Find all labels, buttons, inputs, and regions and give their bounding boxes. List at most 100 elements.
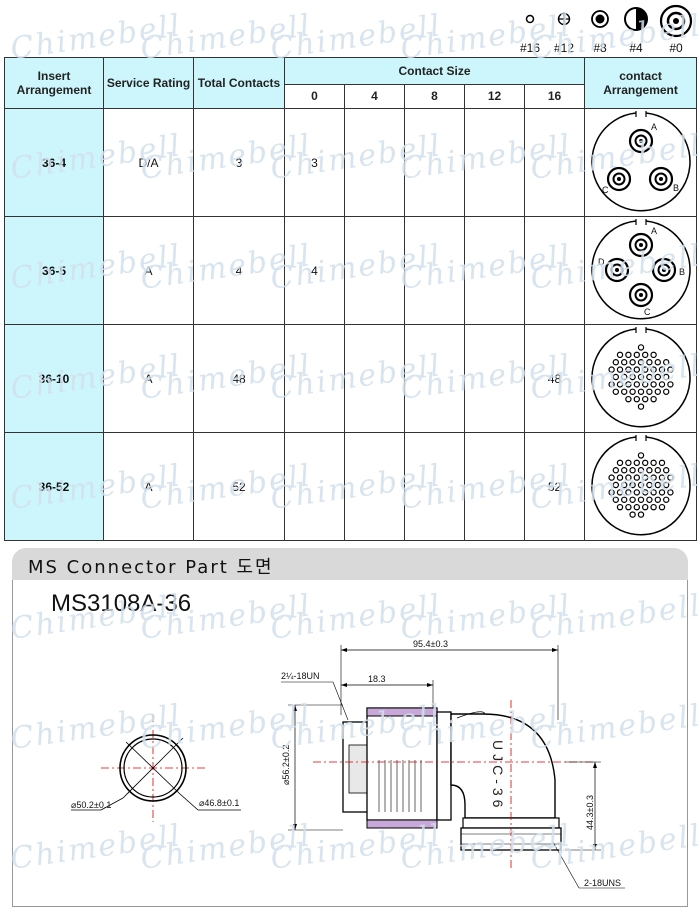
body-marking: UJC-36 <box>490 740 506 811</box>
size-cell <box>404 108 465 217</box>
size-cell: 48 <box>523 324 586 433</box>
contact-pin <box>658 381 665 388</box>
drop-height-label: 44.3±0.3 <box>585 795 595 830</box>
contact-pin <box>620 496 627 503</box>
legend-label: #12 <box>553 41 575 55</box>
side-view: 95.4±0.3 18.3 2¼-18UN ⌀56.2±0.2 <box>281 639 625 889</box>
contact-pin <box>624 366 632 373</box>
header-service-rating: Service Rating <box>103 57 194 109</box>
size-cell: 4 <box>284 216 345 325</box>
contact-pin <box>641 395 648 403</box>
contact-4-icon <box>624 7 648 31</box>
arrangement-36-52-diagram <box>590 435 691 536</box>
contact-12-icon <box>557 12 571 26</box>
pin-label-b: B <box>679 267 685 277</box>
contact-pin <box>628 481 636 489</box>
pin-a <box>628 128 653 154</box>
contact-pin <box>628 467 636 474</box>
contact-pin <box>654 359 661 366</box>
overall-length-label: 95.4±0.3 <box>413 639 448 649</box>
contact-pin <box>654 467 661 474</box>
insert-arrangement-cell: 36-5 <box>4 216 104 325</box>
contact-pin-grid <box>607 344 674 410</box>
contact-pin <box>649 351 657 359</box>
total-contacts-cell: 48 <box>193 324 285 433</box>
pin-label-c: C <box>602 185 609 195</box>
contact-pin <box>612 388 619 395</box>
size-cell <box>344 432 405 541</box>
contact-pin <box>649 474 657 481</box>
header-contact-size: Contact Size <box>283 57 586 85</box>
size-cell: 3 <box>284 108 345 217</box>
contact-pin <box>649 381 657 388</box>
contact-pin <box>616 489 623 496</box>
pin-a <box>628 232 653 258</box>
contact-pin-grid <box>607 452 674 518</box>
service-rating-cell: D/A <box>103 108 194 217</box>
contact-pin <box>624 395 632 403</box>
contact-pin <box>628 373 636 381</box>
legend-label: #4 <box>629 41 643 55</box>
pin-b <box>651 257 676 283</box>
contact-pin <box>637 496 644 503</box>
total-contacts-cell: 4 <box>193 216 285 325</box>
contact-pin <box>662 496 669 503</box>
legend-label: #16 <box>519 41 541 55</box>
inner-diameter-label: ⌀46.8±0.1 <box>199 798 239 808</box>
size-cell <box>464 324 525 433</box>
size-cell <box>404 432 465 541</box>
contact-pin <box>620 373 627 381</box>
header-size-0: 0 <box>284 83 345 110</box>
contact-pin <box>624 503 632 511</box>
contact-pin <box>649 395 657 403</box>
contact-pin <box>658 459 665 467</box>
contact-pin <box>645 373 653 381</box>
contact-pin <box>616 351 623 359</box>
contact-pin <box>616 474 623 481</box>
contact-pin <box>624 489 632 496</box>
insert-arrangement-table: Insert Arrangement Service Rating Total … <box>4 57 698 541</box>
service-rating-cell: A <box>103 324 194 433</box>
pin-label-b: B <box>673 183 679 193</box>
contact-pin <box>662 467 669 474</box>
insert-arrangement-cell: 36-10 <box>4 324 104 433</box>
contact-arrangement-cell: A B C <box>584 108 698 217</box>
size-cell <box>523 108 586 217</box>
contact-pin <box>637 359 644 366</box>
contact-pin <box>607 474 615 481</box>
contact-pin <box>607 489 615 496</box>
pin-c <box>606 166 631 192</box>
contact-pin <box>654 481 661 489</box>
connector-drawing: ⌀50.2±0.1 ⌀46.8±0.1 95.4±0.3 18.3 2¼-18U… <box>71 639 625 889</box>
contact-pin <box>641 489 648 496</box>
contact-pin <box>637 373 644 381</box>
table-row: 36-4 D/A 3 3 A B C <box>4 108 698 217</box>
contact-pin <box>662 388 669 395</box>
contact-pin <box>633 474 640 481</box>
contact-pin <box>633 351 640 359</box>
table-row: 36-5 A 4 4 A B C D <box>4 216 698 325</box>
legend-label: #0 <box>669 41 683 55</box>
part-number-title: MS3108A-36 <box>51 590 192 617</box>
contact-pin <box>612 359 619 366</box>
contact-pin <box>637 467 644 474</box>
contact-pin <box>645 388 653 395</box>
contact-pin <box>620 467 627 474</box>
header-contact-arrangement: contact Arrangement <box>584 57 698 109</box>
contact-pin <box>649 489 657 496</box>
contact-pin <box>645 467 653 474</box>
contact-pin <box>624 459 632 467</box>
thread-length-label: 18.3 <box>368 674 386 684</box>
body-diameter-label: ⌀56.2±0.2 <box>281 745 291 785</box>
pin-b <box>648 166 673 192</box>
contact-arrangement-cell <box>584 432 698 541</box>
contact-pin <box>633 503 640 511</box>
section-title: MS Connector Part 도면 <box>28 557 274 578</box>
size-cell <box>284 432 345 541</box>
contact-pin <box>641 459 648 467</box>
pin-label-a: A <box>651 122 657 132</box>
pin-label-a: A <box>651 226 657 236</box>
contact-16-icon <box>525 14 535 24</box>
size-cell <box>464 432 525 541</box>
total-contacts-cell: 3 <box>193 108 285 217</box>
